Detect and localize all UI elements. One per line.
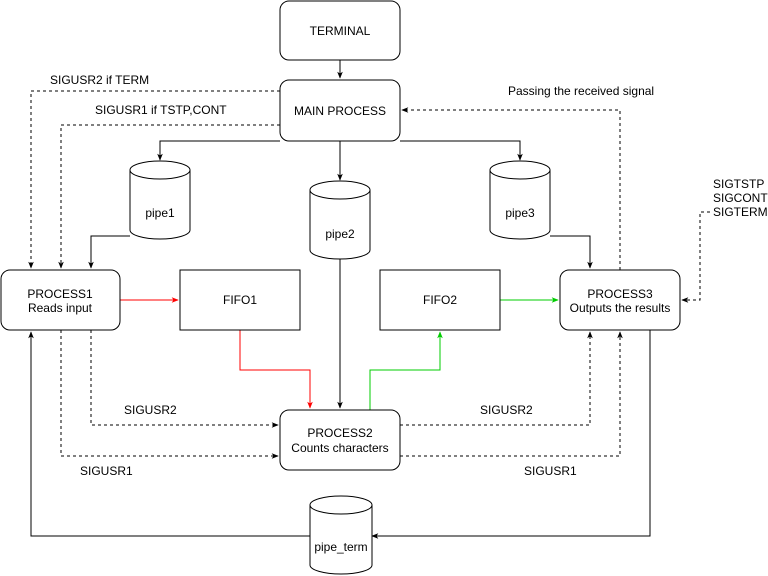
edge-sigusr2-if-term — [28, 90, 280, 269]
pipe1-cylinder: pipe1 — [129, 160, 191, 240]
pipe2-label: pipe2 — [325, 227, 355, 241]
edge-p1-p2-sigusr1 — [60, 330, 279, 459]
terminal-node: TERMINAL — [279, 0, 401, 61]
terminal-label: TERMINAL — [310, 24, 371, 38]
edge-main-pipe1 — [157, 140, 280, 161]
fifo1-label: FIFO1 — [223, 293, 257, 307]
label-sigcont: SIGCONT — [713, 191, 768, 205]
label-passing-signal: Passing the received signal — [508, 84, 654, 98]
edge-p2-p3-sigusr2 — [400, 331, 593, 426]
edge-pipe3-process3 — [550, 235, 593, 269]
label-sigusr2-if-term: SIGUSR2 if TERM — [50, 73, 149, 87]
process3-node: PROCESS3 Outputs the results — [559, 269, 681, 331]
fifo2-label: FIFO2 — [423, 293, 457, 307]
edge-pipe1-process1 — [88, 235, 130, 269]
main-process-label: MAIN PROCESS — [294, 104, 386, 118]
edge-main-pipe3 — [400, 140, 523, 161]
process2-subtitle: Counts characters — [291, 441, 388, 455]
pipe1-label: pipe1 — [145, 206, 175, 220]
edge-pipe-term-process1 — [28, 331, 310, 537]
label-sigusr2-right: SIGUSR2 — [480, 403, 533, 417]
process2-title: PROCESS2 — [307, 426, 373, 440]
pipe-term-cylinder: pipe_term — [309, 495, 373, 575]
edge-p1-p2-sigusr2 — [90, 330, 279, 428]
process1-node: PROCESS1 Reads input — [0, 269, 121, 331]
label-sigterm: SIGTERM — [713, 205, 768, 219]
fifo1-node: FIFO1 — [179, 269, 301, 331]
edge-process3-pipe-term — [371, 330, 651, 539]
pipe-term-label: pipe_term — [314, 540, 367, 554]
process1-subtitle: Reads input — [28, 301, 93, 315]
label-sigusr1-if-tstp-cont: SIGUSR1 if TSTP,CONT — [95, 103, 227, 117]
label-sigusr1-left: SIGUSR1 — [80, 464, 133, 478]
main-process-node: MAIN PROCESS — [279, 79, 401, 142]
label-sigusr1-right: SIGUSR1 — [524, 464, 577, 478]
process3-title: PROCESS3 — [587, 287, 653, 301]
pipe2-cylinder: pipe2 — [309, 180, 371, 260]
pipe3-cylinder: pipe3 — [489, 160, 551, 240]
edge-process2-fifo2 — [369, 331, 443, 410]
process1-title: PROCESS1 — [27, 287, 93, 301]
fifo2-node: FIFO2 — [379, 269, 501, 331]
edge-p2-p3-sigusr1 — [400, 331, 623, 457]
edge-external-signals — [681, 211, 710, 303]
process3-subtitle: Outputs the results — [570, 301, 671, 315]
pipe3-label: pipe3 — [505, 206, 535, 220]
edge-sigusr1-if-tstp-cont — [58, 124, 280, 269]
label-sigusr2-left: SIGUSR2 — [124, 403, 177, 417]
edge-fifo1-process2 — [239, 330, 313, 409]
process2-node: PROCESS2 Counts characters — [279, 409, 401, 471]
label-sigtstp: SIGTSTP — [713, 177, 764, 191]
